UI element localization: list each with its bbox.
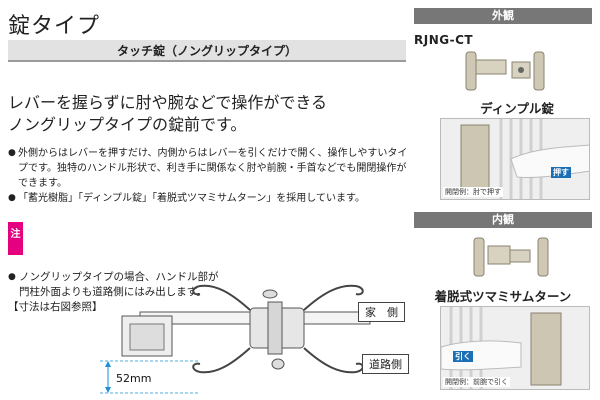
photo-post — [460, 124, 490, 196]
interior-photo-illustration — [441, 307, 589, 389]
interior-handle-bar — [473, 237, 485, 277]
lead-line-1: レバーを握らずに肘や腕などで操作ができる — [8, 93, 328, 112]
model-number: RJNG-CT — [414, 33, 474, 47]
feature-item: 「蓄光樹脂」「ディンプル錠」「着脱式ツマミサムターン」を採用しています。 — [8, 191, 408, 206]
note-badge: 注 — [8, 222, 23, 255]
note-line-3: 【寸法は右図参照】 — [8, 301, 103, 313]
outside-handle-right — [303, 347, 364, 374]
push-arrow-label: 押す — [551, 167, 571, 178]
note-line-2: 門柱外面よりも道路側にはみ出します。 — [19, 286, 207, 298]
exterior-caption: ディンプル錠 — [480, 101, 554, 116]
lock-case — [129, 323, 165, 351]
handle-pivot-top — [262, 289, 278, 299]
dimension-arrow-bottom — [105, 387, 111, 393]
feature-list: 外側からはレバーを押すだけ、内側からはレバーを引くだけで開く、操作しやすいタイプ… — [8, 146, 408, 206]
handle-pivot-bottom — [271, 358, 285, 370]
interior-usage-photo: 引く 開閉例：前腕で引く — [440, 306, 590, 390]
note-text: ノングリップタイプの場合、ハンドル部が 門柱外面よりも道路側にはみ出します。 【… — [8, 270, 228, 315]
exterior-mount — [475, 59, 507, 75]
feature-item: 外側からはレバーを押すだけ、内側からはレバーを引くだけで開く、操作しやすいタイプ… — [8, 146, 408, 191]
lock-product-exterior-image — [465, 51, 545, 91]
exterior-photo-label: 開閉例：肘で押す — [443, 187, 503, 197]
exterior-usage-photo: 押す 開閉例：肘で押す — [440, 118, 590, 200]
lead-text: レバーを握らずに肘や腕などで操作ができる ノングリップタイプの錠前です。 — [8, 92, 403, 136]
section-subheading: タッチ錠（ノングリップタイプ） — [8, 40, 406, 62]
photo-arm-interior — [441, 340, 522, 371]
inside-handle-right — [303, 284, 364, 311]
pull-arrow-label: 引く — [453, 351, 473, 362]
exterior-photo-illustration — [441, 119, 589, 199]
handle-dimension-diagram: 家 側 道路側 52mm — [100, 272, 410, 398]
inside-handle-left — [192, 284, 251, 311]
dimension-arrow-top — [105, 361, 111, 367]
dimension-label: 52mm — [116, 372, 152, 385]
handle-diagram-drawing — [100, 284, 371, 394]
cylinder-core — [267, 301, 283, 355]
road-side-label: 道路側 — [362, 354, 409, 374]
interior-thumbturn — [487, 245, 511, 265]
exterior-handle-bar — [465, 51, 477, 91]
outside-handle-left — [192, 347, 251, 374]
interior-handle-bar-right — [537, 237, 549, 277]
note-line-1: ノングリップタイプの場合、ハンドル部が — [8, 270, 228, 285]
interior-caption: 着脱式ツマミサムターン — [434, 289, 572, 304]
lock-product-interior-image — [473, 237, 549, 277]
exterior-handle-bar-right — [533, 51, 545, 91]
interior-mount — [509, 249, 531, 263]
photo-post-interior — [530, 312, 562, 386]
house-side-label: 家 側 — [358, 302, 405, 322]
lead-line-2: ノングリップタイプの錠前です。 — [8, 115, 247, 134]
keyhole-icon — [518, 67, 524, 73]
interior-header: 内観 — [414, 212, 592, 228]
exterior-header: 外観 — [414, 8, 592, 24]
interior-photo-label: 開閉例：前腕で引く — [443, 377, 510, 387]
page-title: 錠タイプ — [8, 14, 101, 39]
